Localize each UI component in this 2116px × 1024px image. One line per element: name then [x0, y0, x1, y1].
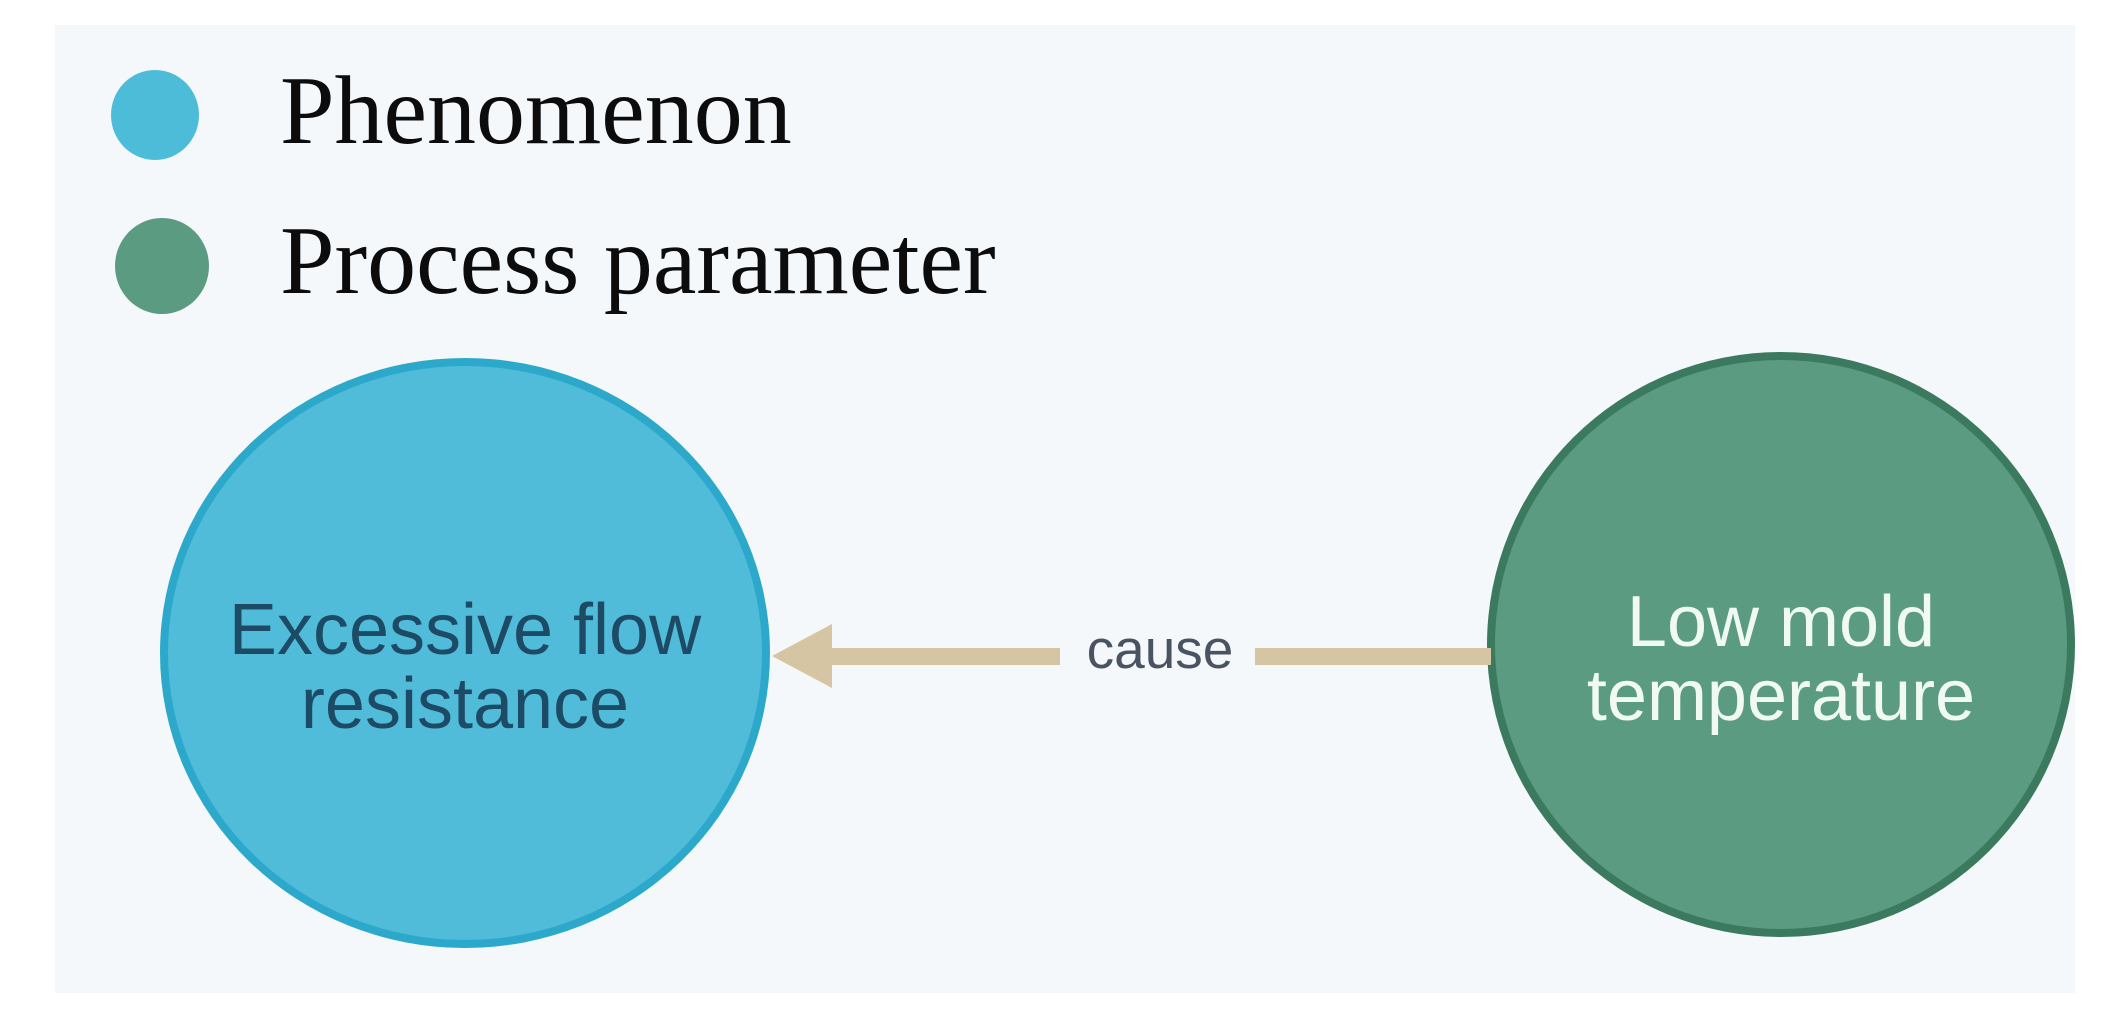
- node-low-mold-temperature: Low mold temperature: [1487, 352, 2075, 937]
- edge-line-segment: [832, 648, 1060, 665]
- diagram-canvas: Phenomenon Process parameter Excessive f…: [55, 25, 2075, 993]
- node-label-line: Excessive flow: [228, 590, 702, 670]
- legend-phenomenon-dot-icon: [111, 70, 199, 160]
- node-excessive-flow-resistance: Excessive flow resistance: [160, 358, 770, 948]
- edge-label-cause: cause: [1086, 618, 1234, 680]
- node-label: Excessive flow resistance: [229, 593, 701, 741]
- legend-label-phenomenon: Phenomenon: [280, 57, 792, 165]
- node-label-line: Low mold: [1626, 581, 1936, 662]
- node-label-line: resistance: [300, 664, 630, 744]
- legend-label-process-parameter: Process parameter: [280, 207, 996, 315]
- arrowhead-left-icon: [772, 624, 832, 688]
- legend-process-parameter-dot-icon: [115, 218, 209, 314]
- edge-line-segment: [1255, 648, 1491, 665]
- node-label: Low mold temperature: [1587, 585, 1975, 733]
- node-label-line: temperature: [1586, 655, 1976, 736]
